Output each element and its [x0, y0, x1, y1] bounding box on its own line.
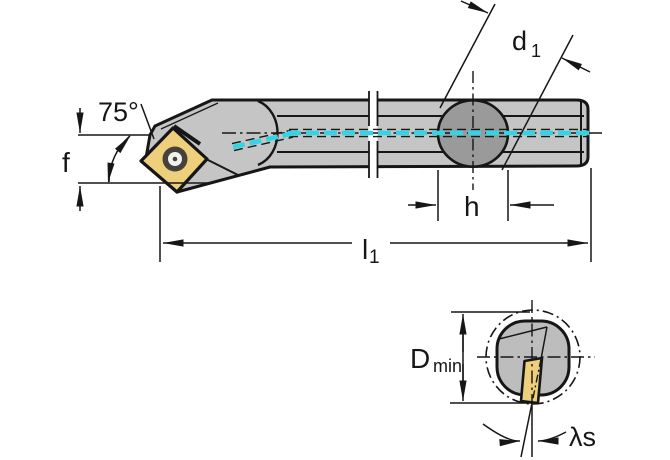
insert-pocket-line [205, 158, 239, 176]
f-label: f [62, 147, 70, 178]
d1-label: d [512, 26, 527, 56]
insert-axis-upper [540, 326, 548, 360]
dim-d1: d 1 [439, 0, 591, 171]
dim-lambda-s: λs [482, 422, 596, 452]
d1-arrow-right [561, 57, 591, 73]
end-view: D min λs [410, 300, 596, 458]
angle-arc-arrow-bottom [107, 162, 115, 183]
coolant-line-angled [232, 131, 293, 150]
insert-axis-lower [520, 402, 533, 458]
l1-label: l [362, 234, 368, 265]
lead-angle-label: 75° [98, 97, 139, 127]
insert-pocket-notch [172, 124, 202, 146]
insert-axis-middle [531, 358, 542, 404]
cutting-edge-extension-line [140, 103, 155, 140]
d1-arrow-left [460, 0, 489, 14]
head-chamfer-line [160, 102, 219, 130]
boring-bar-body [144, 98, 590, 194]
dmin-label-sub: min [433, 356, 462, 376]
clamp-screw-dot [172, 156, 178, 162]
pocket-wedge-line [498, 326, 548, 340]
angle-arc [108, 135, 131, 183]
dmin-label: D [410, 343, 430, 374]
angle-arc-arrow-top [115, 135, 131, 154]
lambda-s-label: λs [569, 422, 596, 452]
d1-label-sub: 1 [531, 41, 541, 61]
l1-label-sub: 1 [369, 247, 380, 268]
d1-tangent-line-right [501, 34, 574, 171]
break-lines [368, 91, 379, 178]
dim-l1: l 1 [159, 168, 592, 268]
coolant-channel [231, 128, 590, 152]
dim-h: h [408, 170, 554, 222]
d1-tangent-line-left [439, 3, 496, 109]
lambda-arrow-left [482, 423, 521, 447]
dim-dmin: D min [410, 311, 536, 404]
channel-wall-top-angled [231, 129, 292, 145]
h-label: h [464, 191, 480, 222]
dim-lead-angle: 75° [98, 97, 139, 183]
dim-f: f [62, 108, 209, 211]
lambda-arrow-right [537, 431, 567, 445]
main-view: d 1 75° f h [62, 0, 602, 268]
channel-wall-bottom-angled [233, 136, 294, 152]
